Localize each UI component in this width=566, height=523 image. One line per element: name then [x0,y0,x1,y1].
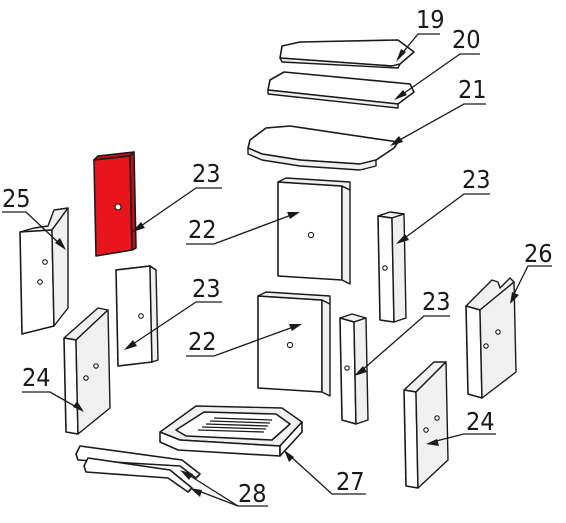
part-21-deflector[interactable] [247,125,399,171]
part-22-back-panel-upper[interactable] [277,177,351,285]
label-23-left-middle: 23 [192,274,221,303]
part-23-side-brick-right-upper[interactable] [377,211,407,323]
label-26: 26 [524,239,553,268]
part-22-back-panel-lower[interactable] [257,291,331,397]
label-19: 19 [416,5,445,34]
label-25: 25 [2,184,31,213]
label-27: 27 [336,467,365,496]
part-19-top-plate[interactable] [279,39,415,69]
grate-bars [197,417,273,433]
label-24-left: 24 [22,363,51,392]
label-24-right: 24 [466,407,495,436]
label-22-upper: 22 [188,215,217,244]
part-25-side-brick-left[interactable] [19,207,69,335]
label-28: 28 [238,479,267,508]
label-22-lower: 22 [188,327,217,356]
part-28-rails[interactable] [75,445,201,493]
part-24-side-brick-right[interactable] [403,361,449,489]
part-23-side-brick-right-lower[interactable] [339,313,369,425]
label-20: 20 [452,25,481,54]
label-23-highlighted: 23 [192,159,221,188]
part-labels: 19 20 21 23 25 22 23 23 22 23 26 24 24 2… [2,5,553,508]
part-26-side-brick-right[interactable] [465,277,517,399]
part-27-grate[interactable] [159,405,303,457]
part-20-plate[interactable] [267,71,415,109]
part-23-side-brick-left[interactable] [115,265,159,367]
part-23-side-brick-highlighted[interactable] [93,151,137,257]
label-23-right-upper: 23 [462,165,491,194]
leader-lines [2,33,552,507]
label-23-right-lower: 23 [422,287,451,316]
label-21: 21 [458,75,487,104]
part-24-side-brick-left[interactable] [63,307,111,435]
